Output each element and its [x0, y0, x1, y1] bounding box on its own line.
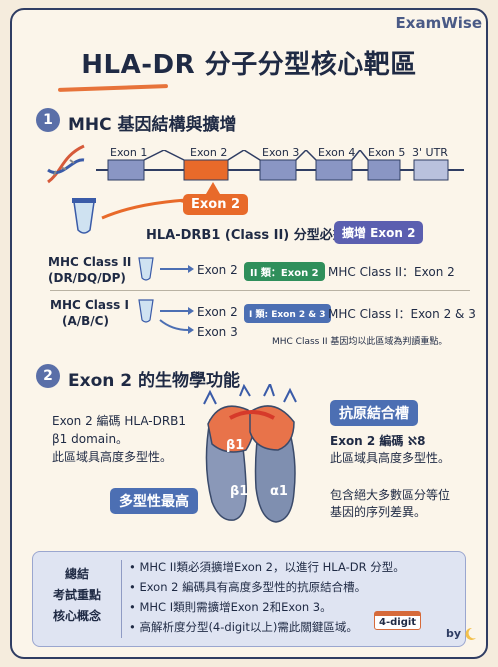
- moon-icon: [465, 627, 476, 640]
- class1-tube-arrows: [138, 299, 194, 334]
- left-text-line1: Exon 2 編碼 HLA-DRB1: [52, 414, 187, 428]
- section1-number: 1: [36, 108, 60, 132]
- class2-tube-arrow: [138, 257, 194, 281]
- bottom-right-line1: 包含絕大多數區分等位: [330, 488, 451, 502]
- b1-bottom-label: β1: [230, 484, 249, 499]
- pcr-tube-icon: [72, 196, 188, 234]
- summary-head-line3: 核心概念: [52, 609, 101, 623]
- class1-target1: Exon 2: [197, 305, 238, 319]
- exon2-label: Exon 2: [190, 146, 228, 159]
- summary-box: 總結 考試重點 核心概念 • MHC II類必須擴增Exon 2，以進行 HLA…: [32, 551, 466, 647]
- class1-label-line1: MHC Class I: [50, 298, 129, 312]
- right-text-line1: Exon 2 編碼 ℵ8: [330, 434, 426, 448]
- section1-note: MHC Class II 基因均以此區域為判讀重點。: [272, 337, 448, 347]
- groove-label: 抗原結合槽: [330, 400, 418, 426]
- exon1-label: Exon 1: [110, 146, 148, 159]
- summary-item: • MHC II類必須擴增Exon 2，以進行 HLA-DR 分型。: [129, 560, 405, 574]
- section2-number: 2: [36, 364, 60, 388]
- summary-head-line2: 考試重點: [52, 588, 101, 602]
- main-card: [10, 8, 488, 659]
- left-text-line2: β1 domain。: [52, 432, 129, 446]
- left-text-line3: 此區域具高度多型性。: [52, 450, 173, 464]
- summary-separator: [121, 560, 122, 638]
- class1-label-line2: (A/B/C): [62, 314, 109, 328]
- exon3-label: Exon 3: [262, 146, 300, 159]
- summary-item: • 高解析度分型(4-digit以上)需此關鍵區域。: [129, 620, 358, 634]
- requirement-text: HLA-DRB1 (Class II) 分型必須: [146, 228, 346, 243]
- class1-pill: I 類: Exon 2 & 3: [244, 304, 331, 323]
- callout-pointer: [206, 182, 220, 194]
- class2-pill: II 類：Exon 2: [244, 262, 325, 281]
- summary-item: • MHC I類則需擴增Exon 2和Exon 3。: [129, 600, 332, 614]
- class2-label-line2: (DR/DQ/DP): [48, 271, 126, 285]
- poly-label: 多型性最高: [110, 488, 198, 514]
- class2-label-line1: MHC Class II: [48, 255, 132, 269]
- dna-icon: [47, 144, 85, 184]
- class1-result: MHC Class I：Exon 2 & 3: [328, 307, 476, 321]
- a1-label: α1: [270, 484, 288, 499]
- class2-target: Exon 2: [197, 263, 238, 277]
- class2-result: MHC Class II：Exon 2: [328, 265, 455, 279]
- section2-title: Exon 2 的生物學功能: [68, 371, 241, 391]
- byline: by: [446, 627, 462, 640]
- utr-label: 3' UTR: [412, 146, 448, 159]
- four-digit-tag: 4-digit: [374, 611, 422, 630]
- section1-title: MHC 基因結構與擴增: [68, 115, 237, 135]
- summary-head-line1: 總結: [64, 567, 89, 581]
- summary-item: • Exon 2 編碼具有高度多型性的抗原結合槽。: [129, 580, 367, 594]
- hla-dr-molecule: [203, 384, 297, 523]
- exon5-label: Exon 5: [368, 146, 406, 159]
- requirement-tag: 擴增 Exon 2: [334, 221, 424, 244]
- row-divider: [50, 290, 470, 291]
- bottom-right-line2: 基因的序列差異。: [330, 505, 427, 519]
- summary-heading: 總結 考試重點 核心概念: [41, 564, 113, 627]
- exon2-callout: Exon 2: [183, 194, 249, 215]
- gene-structure: [96, 150, 464, 181]
- b1-top-label: β1: [226, 438, 245, 453]
- right-text-line2: 此區域具高度多型性。: [330, 451, 451, 465]
- brand-logo: ExamWise: [395, 14, 482, 32]
- exon4-label: Exon 4: [318, 146, 356, 159]
- summary-list: • MHC II類必須擴增Exon 2，以進行 HLA-DR 分型。 • Exo…: [129, 557, 405, 637]
- page-title: HLA-DR 分子分型核心靶區: [81, 50, 417, 80]
- class1-target2: Exon 3: [197, 325, 238, 339]
